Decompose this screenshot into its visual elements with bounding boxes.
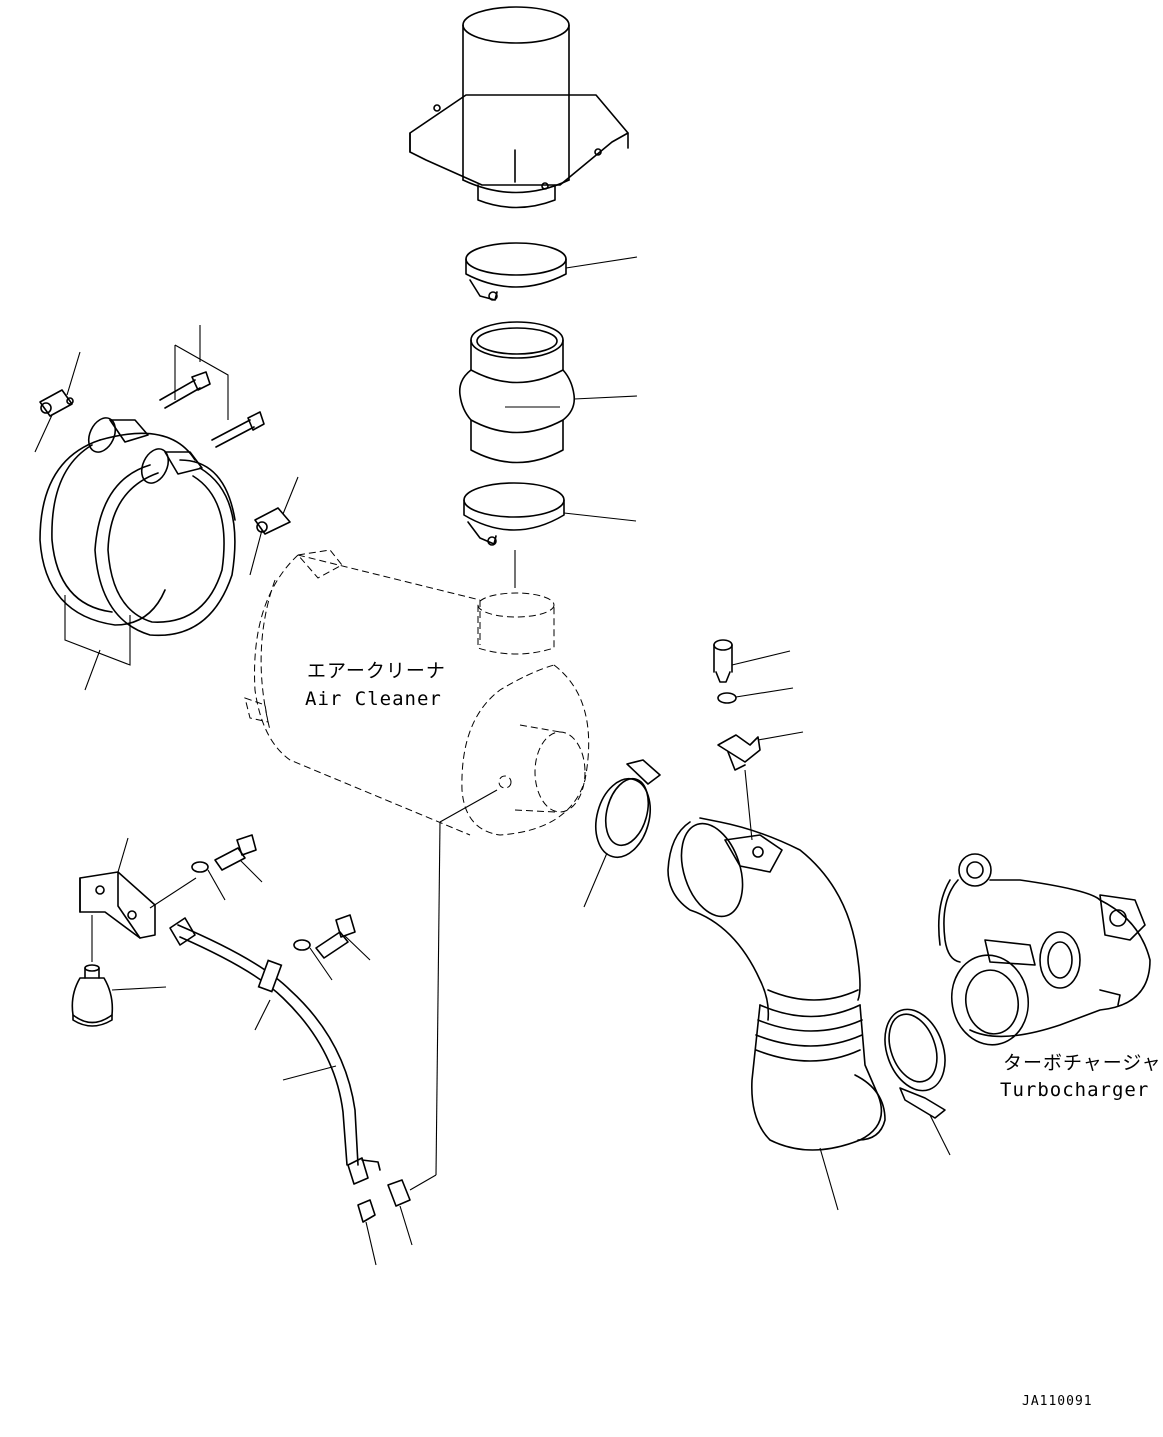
intake-cap [409,6,629,209]
turbo-clamp [884,1008,951,1156]
air-cleaner-body [244,549,590,1191]
sensor-assembly [713,639,804,841]
indicator-hose [169,914,381,1185]
hose-clamp-lower [463,482,637,588]
turbocharger-label-en: Turbocharger [1000,1079,1150,1101]
hose-clamp-upper [465,242,638,301]
indicator-assembly [71,834,263,1027]
air-cleaner-label-jp: エアークリーナ [307,660,446,682]
elbow-hose [667,817,886,1211]
coupling-hose [458,321,638,464]
turbocharger-label-jp: ターボチャージャ [1003,1052,1162,1074]
outlet-clamp [583,759,661,908]
hose-fittings [357,1179,413,1266]
air-cleaner-label-en: Air Cleaner [305,688,442,710]
drawing-code: JA110091 [1022,1394,1093,1409]
band-bolts [39,371,291,535]
mounting-bands [34,325,299,691]
turbocharger [937,853,1151,1046]
